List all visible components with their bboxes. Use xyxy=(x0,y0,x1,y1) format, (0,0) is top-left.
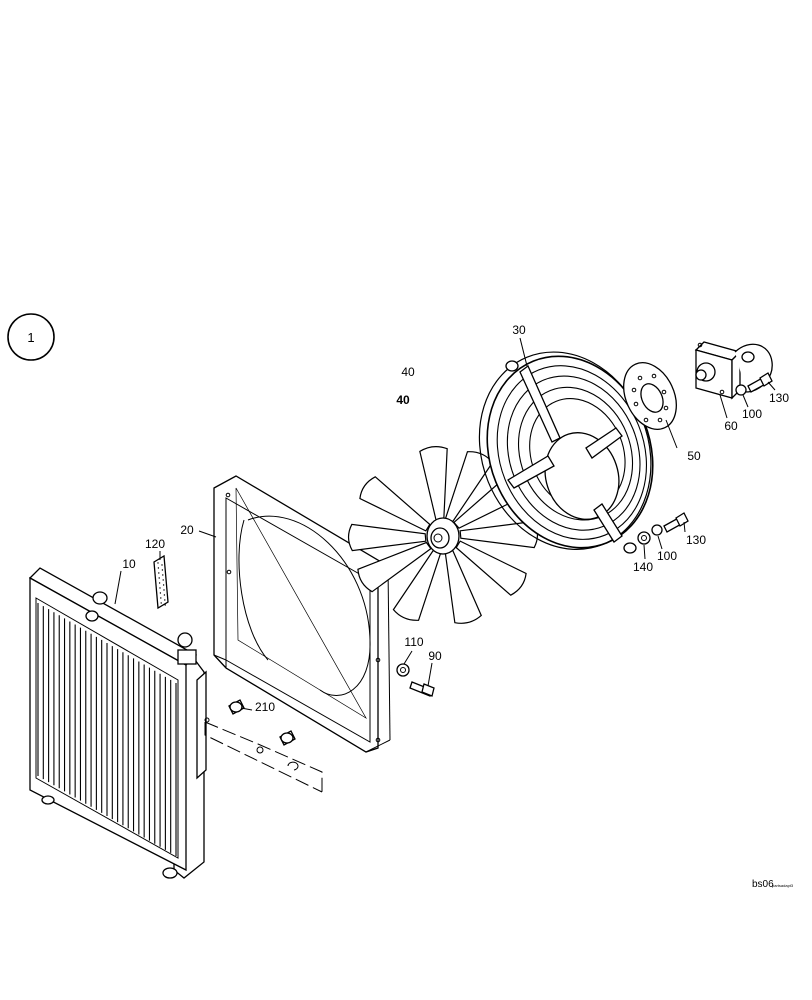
filter-mat-texture xyxy=(157,562,166,606)
plug-part-210 xyxy=(228,699,296,746)
view-number-text: 1 xyxy=(27,330,34,345)
callout-130-lower: 130 xyxy=(686,533,706,547)
fan-blades xyxy=(347,445,539,624)
hydraulic-motor-part-60 xyxy=(694,341,773,400)
view-number-marker: 1 xyxy=(7,313,55,361)
reference-code: bs06 xyxy=(752,879,774,890)
callout-40-bold: 40 xyxy=(396,393,410,407)
callout-110: 110 xyxy=(404,635,423,649)
drawing-reference: bs06 partsadapt3 xyxy=(752,879,794,890)
callout-100-upper: 100 xyxy=(742,407,762,421)
gasket-part-50 xyxy=(623,362,677,430)
radiator-fins xyxy=(37,603,177,856)
callout-130-upper: 130 xyxy=(769,391,789,405)
washer-part-110 xyxy=(396,663,410,677)
washer-part-140 xyxy=(637,531,651,545)
reference-subcode: partsadapt3 xyxy=(772,883,794,888)
callout-40-plain: 40 xyxy=(401,365,415,379)
washer-part-100-lower xyxy=(651,524,663,536)
callout-140: 140 xyxy=(633,560,653,574)
callout-120: 120 xyxy=(145,537,165,551)
radiator-part-10 xyxy=(28,567,210,879)
callout-labels: 10 120 20 40 40 30 110 90 210 50 60 100 … xyxy=(122,323,789,714)
callout-90: 90 xyxy=(428,649,442,663)
bolt-part-90 xyxy=(409,681,435,697)
callout-10: 10 xyxy=(122,557,136,571)
fan-guard-part-30 xyxy=(478,351,654,554)
callout-30: 30 xyxy=(512,323,526,337)
leader-lines xyxy=(114,337,776,711)
filter-mat-part-120 xyxy=(153,554,169,610)
fan-shroud-part-20 xyxy=(213,475,391,753)
washer-part-100-upper xyxy=(735,384,747,396)
hose-bracket-dashed xyxy=(204,721,323,793)
callout-20: 20 xyxy=(180,523,194,537)
callout-50: 50 xyxy=(687,449,701,463)
bolt-part-130-lower xyxy=(663,512,689,533)
callout-210: 210 xyxy=(255,700,275,714)
callout-60: 60 xyxy=(724,419,738,433)
fan-part-40 xyxy=(347,445,539,624)
callout-100-lower: 100 xyxy=(657,549,677,563)
